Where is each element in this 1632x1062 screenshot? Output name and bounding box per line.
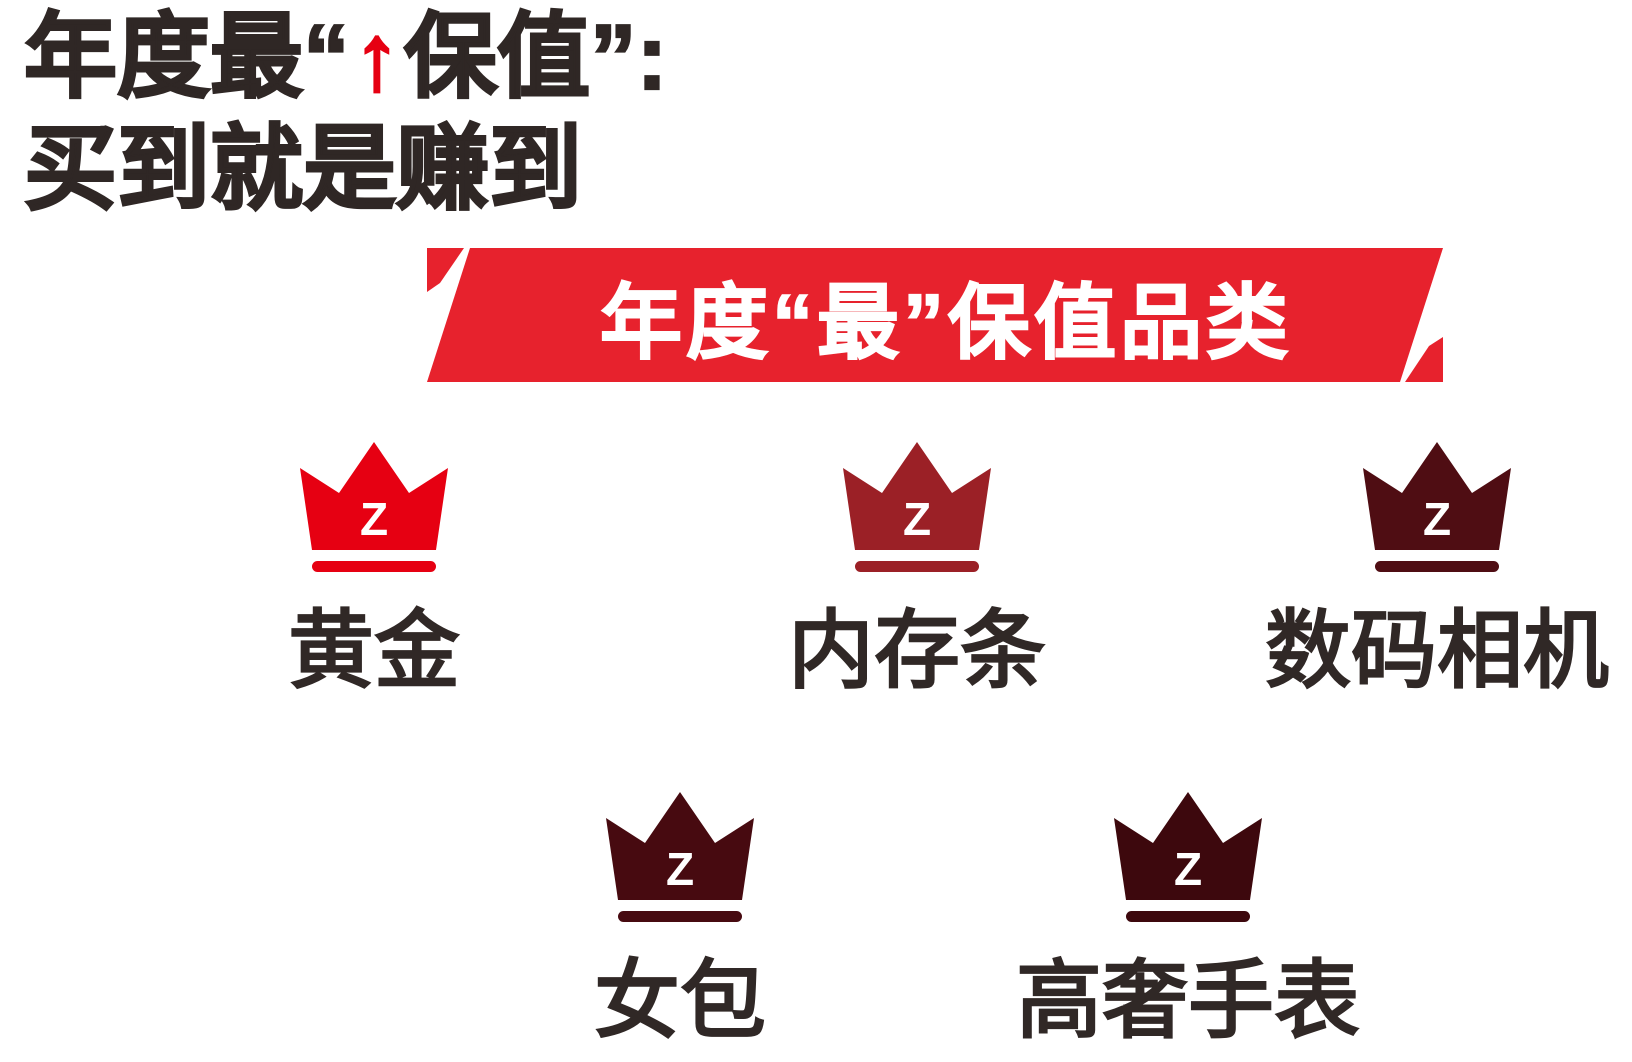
category-label: 数码相机 <box>1265 603 1609 699</box>
banner-left-slash-piece <box>427 248 464 292</box>
category-ram: Z 内存条 <box>788 442 1046 694</box>
banner-right-slash-piece <box>1405 337 1443 382</box>
category-label: 高奢手表 <box>1016 953 1360 1049</box>
crown-z-letter: Z <box>666 843 694 895</box>
up-arrow-icon: ↑ <box>352 4 401 111</box>
crown-z-letter: Z <box>1423 493 1451 545</box>
crown-underline <box>618 911 742 922</box>
crown-shape <box>300 442 448 550</box>
banner-ribbon-shape <box>427 248 1443 382</box>
banner-body <box>427 248 1443 382</box>
crown-shape <box>1363 442 1511 550</box>
crown-icon: Z <box>843 442 991 572</box>
crown-underline <box>1126 911 1250 922</box>
crown-icon: Z <box>1114 792 1262 922</box>
category-label: 内存条 <box>788 603 1046 699</box>
category-womens-bags: Z 女包 <box>594 792 766 1044</box>
crown-underline <box>855 561 979 572</box>
crown-underline <box>312 561 436 572</box>
crown-z-letter: Z <box>903 493 931 545</box>
category-digital-camera: Z 数码相机 <box>1265 442 1609 694</box>
title-line1-prefix: 年度最“ <box>23 4 351 110</box>
title-line-1: 年度最“↑保值”: <box>23 2 669 114</box>
category-label: 女包 <box>594 953 766 1049</box>
crown-z-letter: Z <box>360 493 388 545</box>
crown-shape <box>1114 792 1262 900</box>
crown-underline <box>1375 561 1499 572</box>
crown-icon: Z <box>300 442 448 572</box>
section-banner: 年度“最”保值品类 <box>410 247 1460 383</box>
page-title: 年度最“↑保值”: 买到就是赚到 <box>23 2 669 225</box>
crown-z-letter: Z <box>1174 843 1202 895</box>
crown-shape <box>606 792 754 900</box>
crown-icon: Z <box>606 792 754 922</box>
crown-icon: Z <box>1363 442 1511 572</box>
banner-title: 年度“最”保值品类 <box>599 277 1292 370</box>
category-gold: Z 黄金 <box>288 442 460 694</box>
title-line-2: 买到就是赚到 <box>23 115 583 221</box>
crown-shape <box>843 442 991 550</box>
category-label: 黄金 <box>288 603 460 699</box>
title-line1-suffix: 保值”: <box>403 4 669 110</box>
category-luxury-watches: Z 高奢手表 <box>1016 792 1360 1044</box>
